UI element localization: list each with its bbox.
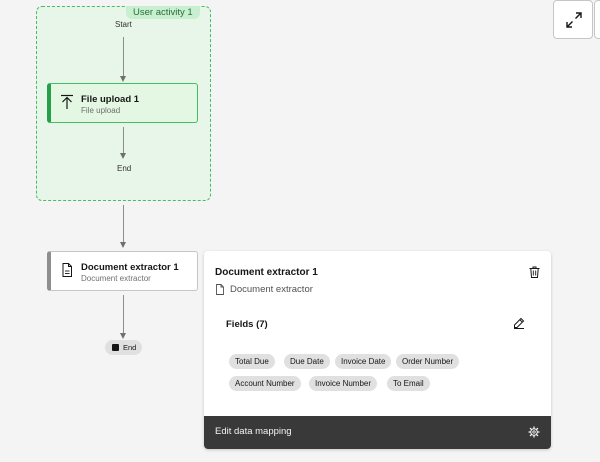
stop-icon bbox=[112, 344, 119, 351]
end-node[interactable]: End bbox=[105, 340, 142, 355]
file-upload-task[interactable]: File upload 1 File upload bbox=[47, 83, 198, 123]
field-chip: Invoice Date bbox=[335, 354, 392, 369]
field-chip: Invoice Number bbox=[309, 376, 378, 391]
start-label: Start bbox=[115, 20, 132, 29]
expand-button[interactable] bbox=[553, 0, 593, 39]
maximize-icon bbox=[566, 12, 582, 28]
edit-icon[interactable] bbox=[513, 317, 525, 329]
connector-group-extractor bbox=[123, 205, 124, 242]
field-chip: Due Date bbox=[284, 354, 330, 369]
connector-start-upload bbox=[123, 37, 124, 77]
group-end-label: End bbox=[117, 164, 132, 173]
field-chip: To Email bbox=[387, 376, 430, 391]
end-node-label: End bbox=[123, 343, 137, 352]
field-chip: Order Number bbox=[396, 354, 460, 369]
edit-data-mapping-button[interactable]: Edit data mapping bbox=[204, 416, 551, 449]
toolbar-button-partial[interactable] bbox=[594, 0, 600, 39]
edit-data-mapping-label: Edit data mapping bbox=[215, 426, 292, 437]
panel-subtitle: Document extractor bbox=[230, 284, 313, 295]
upload-icon bbox=[61, 94, 73, 109]
connector-extractor-end bbox=[123, 295, 124, 334]
file-upload-title: File upload 1 bbox=[81, 94, 140, 105]
trash-icon[interactable] bbox=[529, 266, 540, 278]
document-icon bbox=[216, 284, 224, 295]
document-extractor-subtitle: Document extractor bbox=[81, 274, 151, 283]
field-chip: Total Due bbox=[229, 354, 275, 369]
connector-arrow bbox=[120, 153, 126, 159]
field-chip: Account Number bbox=[229, 376, 301, 391]
panel-title: Document extractor 1 bbox=[215, 267, 318, 278]
document-icon bbox=[62, 263, 72, 277]
fields-title: Fields (7) bbox=[226, 319, 268, 330]
connector-arrow bbox=[120, 76, 126, 82]
file-upload-subtitle: File upload bbox=[81, 106, 121, 115]
document-extractor-title: Document extractor 1 bbox=[81, 262, 179, 273]
connector-arrow bbox=[120, 242, 126, 248]
connector-upload-end bbox=[123, 127, 124, 154]
document-extractor-task[interactable]: Document extractor 1 Document extractor bbox=[47, 251, 198, 291]
settings-icon bbox=[528, 426, 540, 438]
details-panel: Document extractor 1 Document extractor … bbox=[204, 251, 551, 449]
connector-arrow bbox=[120, 333, 126, 339]
user-activity-group-label: User activity 1 bbox=[126, 6, 200, 19]
